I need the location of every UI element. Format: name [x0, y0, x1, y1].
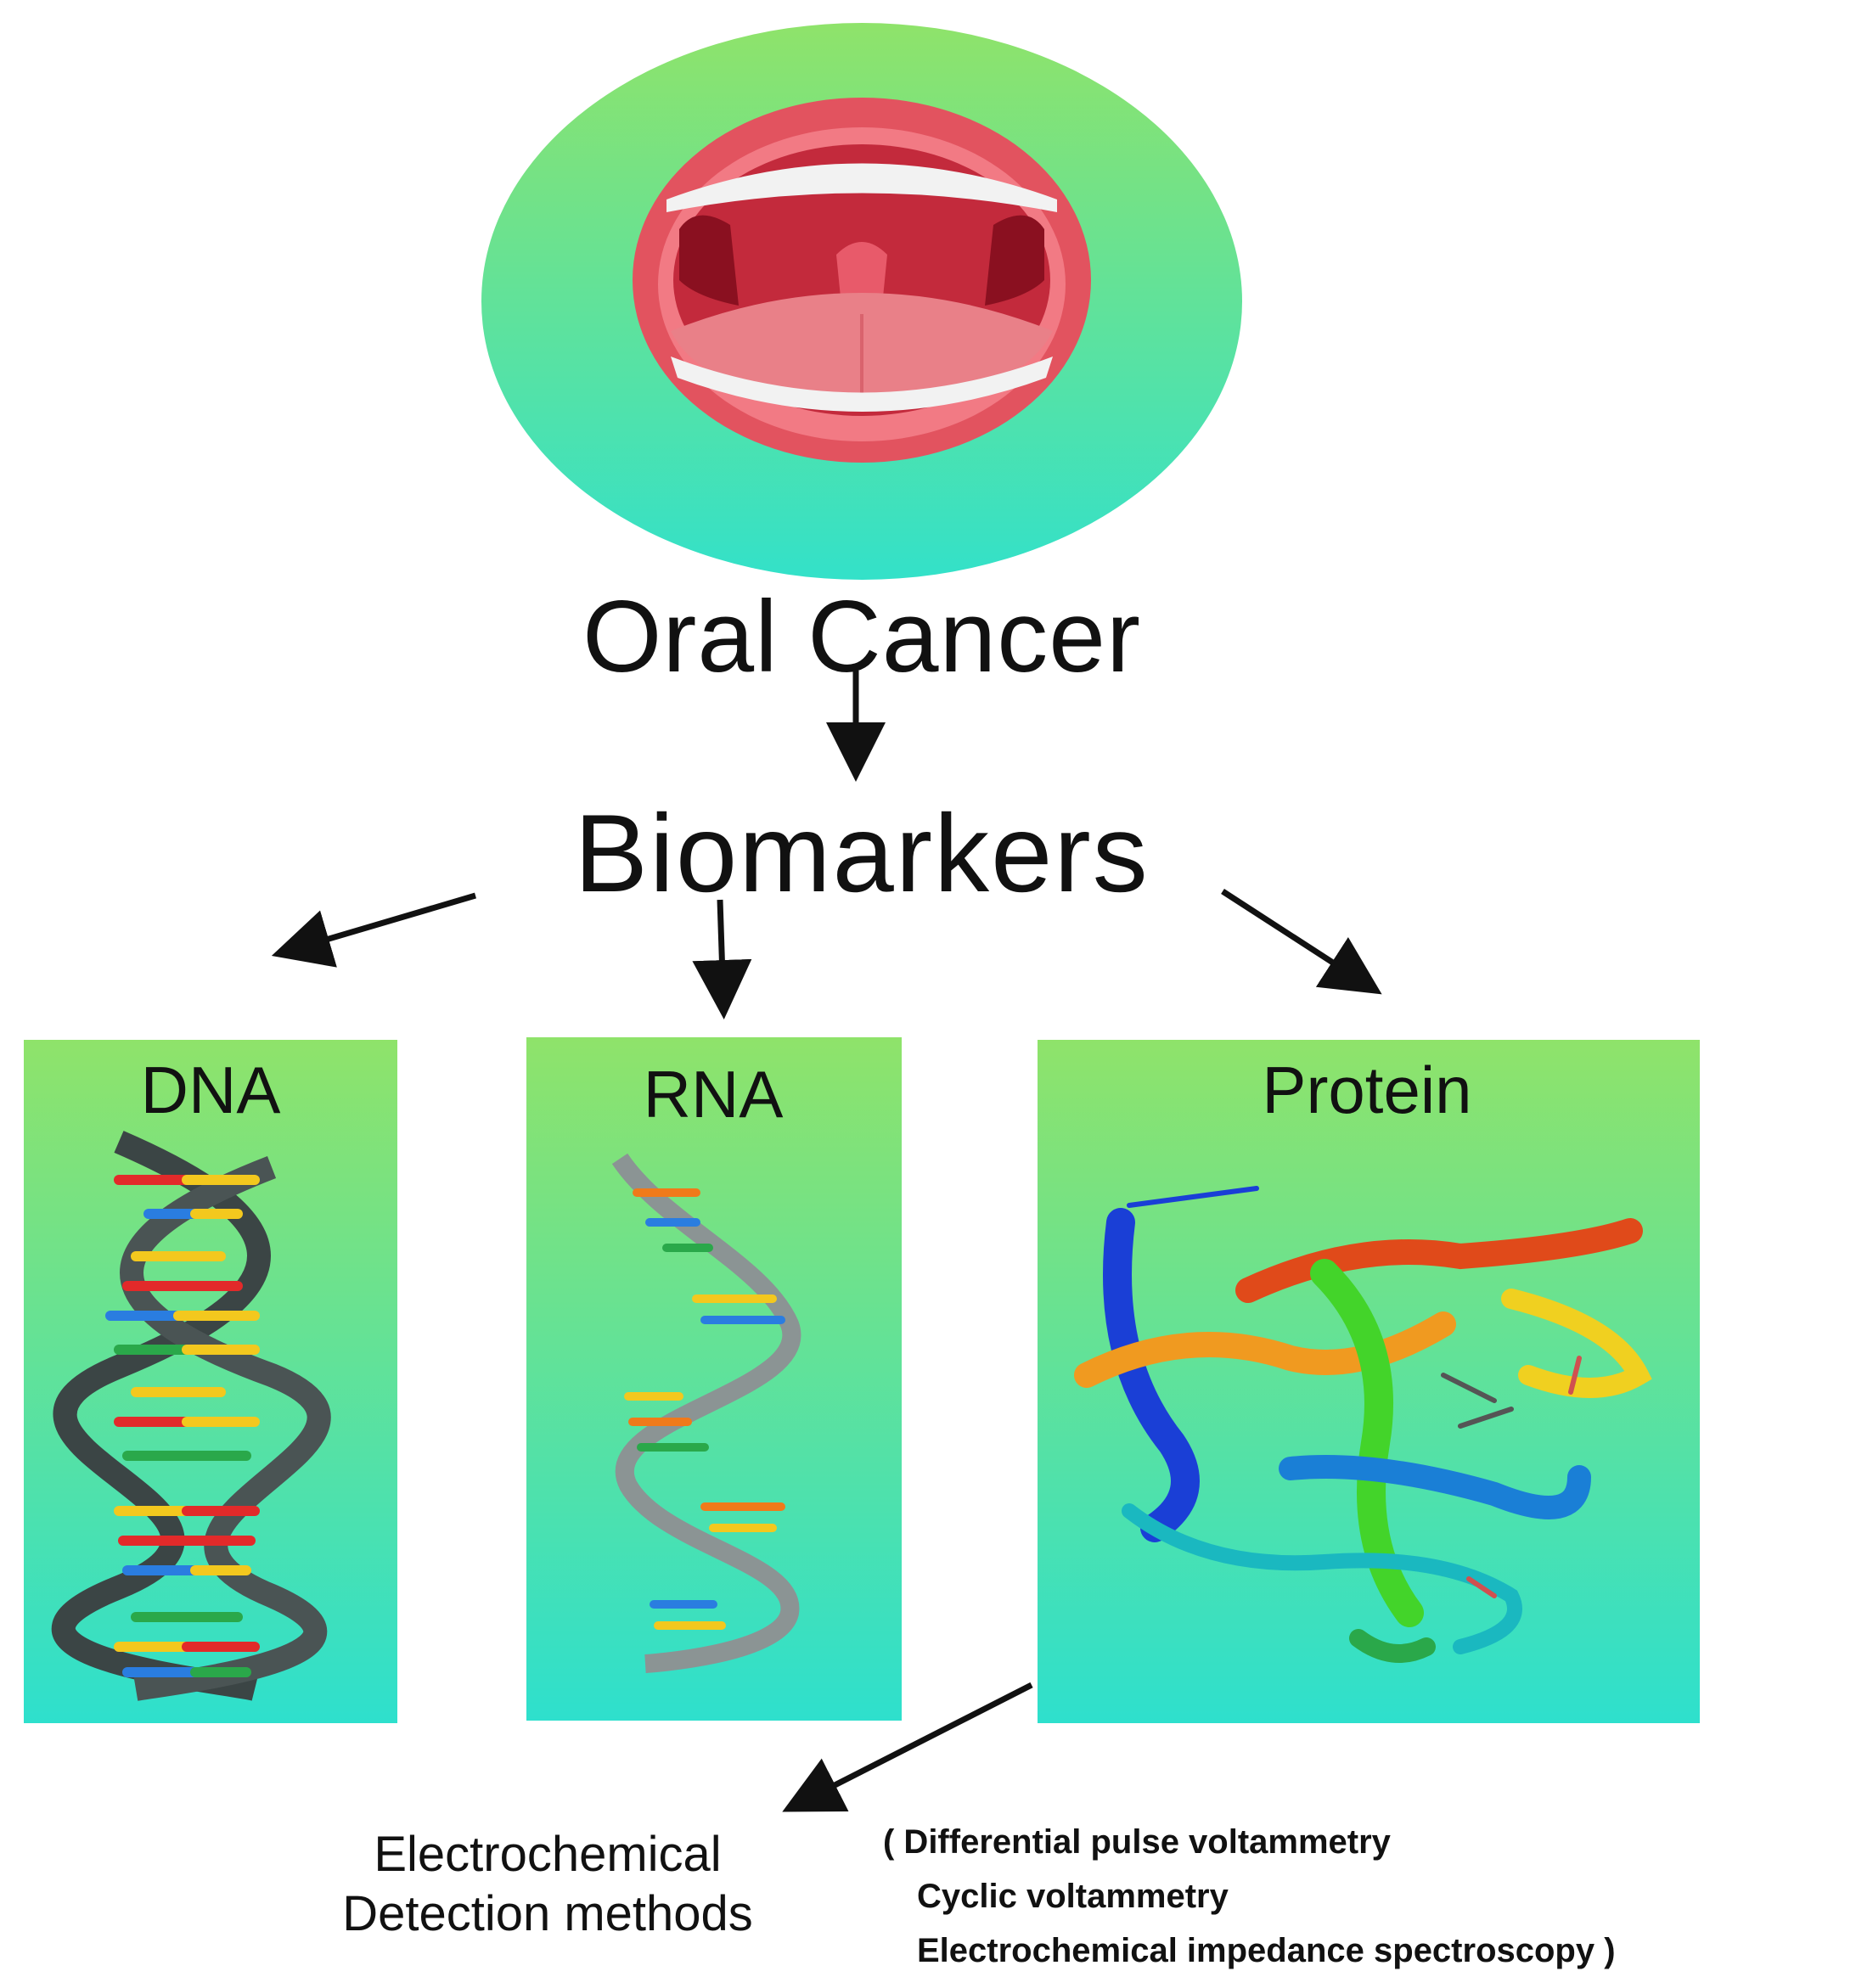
- arrow-biomarkers-to-rna: [692, 899, 752, 1019]
- detection-methods-list: ( Differential pulse voltammetry Cyclic …: [883, 1815, 1616, 1978]
- arrow-protein-to-detection: [782, 1682, 1033, 1812]
- rna-panel: [526, 1037, 902, 1721]
- arrow-biomarkers-to-dna: [271, 892, 476, 968]
- detection-title: Electrochemical Detection methods: [246, 1825, 849, 1943]
- mouth-icon: [481, 23, 1242, 580]
- method-cv: Cyclic voltammetry: [917, 1878, 1229, 1915]
- dna-label: DNA: [140, 1053, 281, 1127]
- dna-helix-icon: [51, 1131, 331, 1701]
- flow-arrows: [271, 671, 1382, 1812]
- subtitle-biomarkers: Biomarkers: [574, 791, 1150, 915]
- arrow-biomarkers-to-protein: [1221, 889, 1382, 995]
- rna-label: RNA: [643, 1057, 784, 1132]
- detection-title-line2: Detection methods: [342, 1885, 753, 1941]
- rna-strand-icon: [611, 1153, 801, 1673]
- method-dpv: ( Differential pulse voltammetry: [883, 1823, 1391, 1861]
- protein-structure-icon: [1074, 1186, 1652, 1663]
- title-oral-cancer: Oral Cancer: [582, 580, 1141, 694]
- protein-label: Protein: [1262, 1053, 1472, 1127]
- detection-title-line1: Electrochemical: [374, 1827, 722, 1882]
- method-eis: Electrochemical impedance spectroscopy ): [917, 1932, 1616, 1969]
